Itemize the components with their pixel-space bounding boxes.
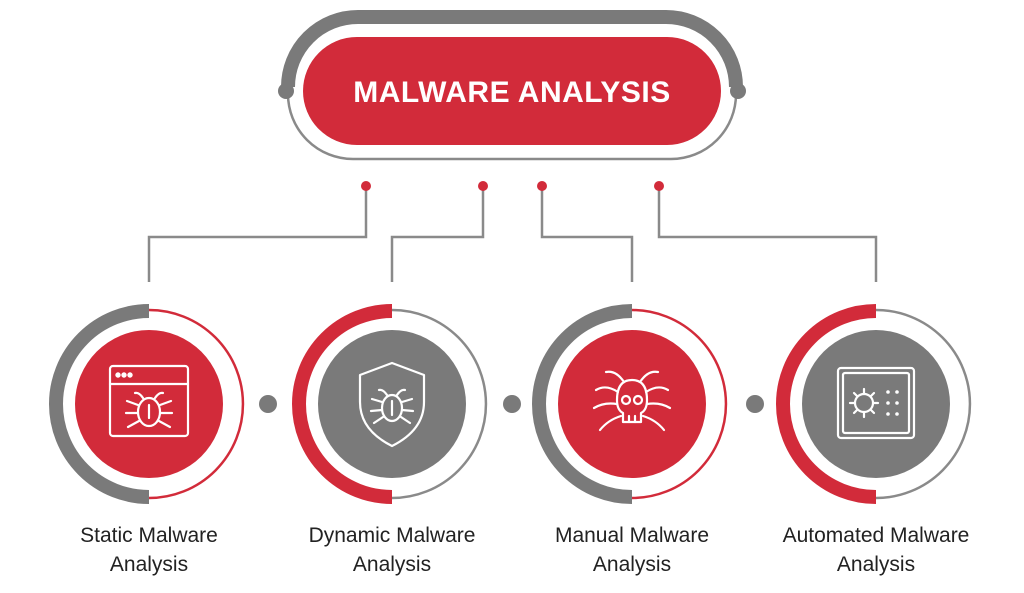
label-automated-line1: Automated Malware [782, 524, 970, 547]
connector-automated [657, 187, 878, 282]
label-manual-line1: Manual Malware [554, 524, 710, 547]
connector-dynamic [390, 187, 485, 282]
separator-dots [259, 395, 764, 413]
node-static [49, 304, 245, 504]
title-left-dot [278, 83, 294, 99]
node-dynamic-thick-arc [292, 304, 393, 504]
shield-bug-icon [358, 361, 426, 448]
separator-dot [503, 395, 521, 413]
node-static-thick-arc [49, 304, 150, 504]
title-right-dot [730, 83, 746, 99]
label-static-line2: Analysis [109, 553, 189, 576]
connector-dots [361, 181, 664, 191]
separator-dot [259, 395, 277, 413]
node-dynamic-thin-arc [391, 308, 488, 500]
title-top-arc [281, 10, 743, 88]
connector-static [147, 187, 368, 282]
node-dynamic [292, 304, 488, 504]
page-title: MALWARE ANALYSIS [353, 76, 670, 109]
browser-bug-icon [108, 364, 190, 438]
label-dynamic: Dynamic Malware Analysis [282, 521, 502, 579]
node-automated-thick-arc [776, 304, 877, 504]
node-manual [532, 304, 728, 504]
label-dynamic-line1: Dynamic Malware [308, 524, 476, 547]
connectors [147, 187, 878, 282]
label-dynamic-line2: Analysis [352, 553, 432, 576]
connector-manual [540, 187, 634, 282]
title-capsule: MALWARE ANALYSIS [278, 10, 746, 161]
node-manual-thin-arc [631, 308, 728, 500]
label-static: Static Malware Analysis [39, 521, 259, 579]
label-manual-line2: Analysis [592, 553, 672, 576]
label-automated-line2: Analysis [836, 553, 916, 576]
label-static-line1: Static Malware [80, 524, 218, 547]
node-manual-fill [558, 330, 706, 478]
node-automated [776, 304, 972, 504]
title-pill [303, 37, 721, 145]
skull-bug-icon [592, 370, 672, 432]
connector-dot [361, 181, 371, 191]
label-manual: Manual Malware Analysis [522, 521, 742, 579]
connector-dot [537, 181, 547, 191]
title-bottom-arc [286, 93, 738, 161]
separator-dot [746, 395, 764, 413]
label-automated: Automated Malware Analysis [766, 521, 986, 579]
connector-dot [478, 181, 488, 191]
node-static-thin-arc [148, 308, 245, 500]
safe-virus-icon [836, 366, 916, 440]
node-manual-thick-arc [532, 304, 633, 504]
node-automated-thin-arc [875, 308, 972, 500]
connector-dot [654, 181, 664, 191]
